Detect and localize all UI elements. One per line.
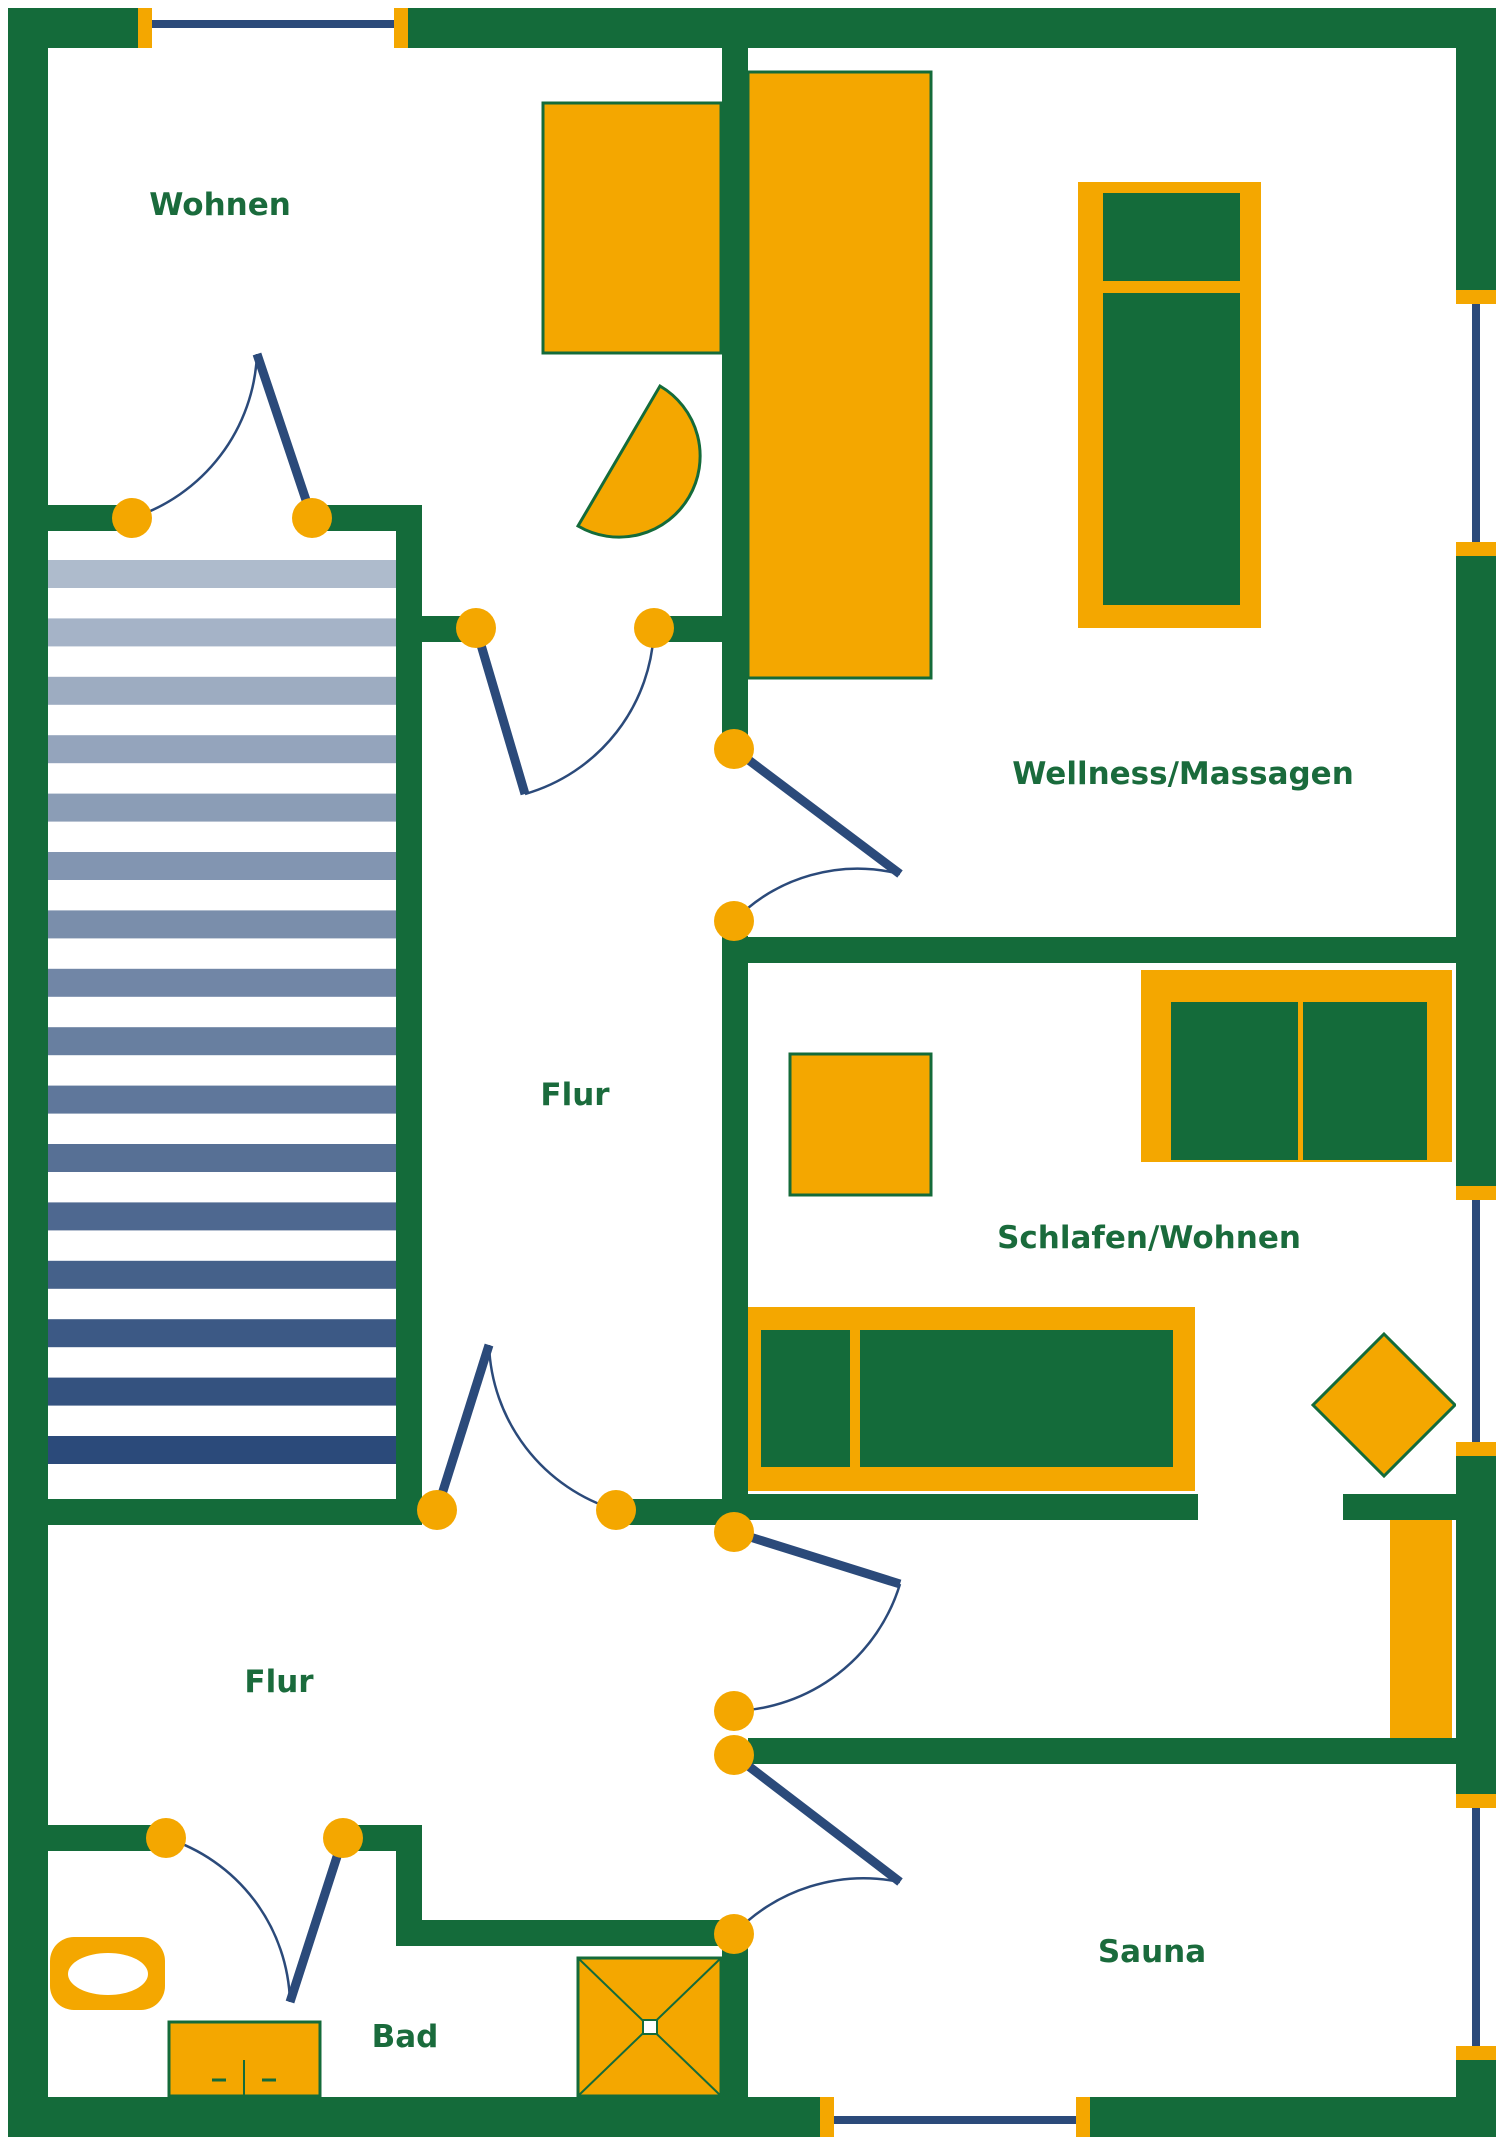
room-label-sauna: Sauna [1098,1934,1206,1970]
long-counter [746,70,933,680]
door-hinge [634,608,674,648]
half-round-table [575,383,702,539]
doors [112,352,903,2004]
door-leaf [732,1527,902,1589]
door-hinge [417,1490,457,1530]
door-hinge [112,498,152,538]
door-leaf [252,352,317,520]
door-hinge [714,901,754,941]
wall-stair-right [396,505,422,1525]
window-top [138,8,408,48]
door-swing-arc [524,627,656,796]
wall-partition [1343,1494,1456,1520]
door-hinge [714,1914,754,1954]
room-labels: Wohnen Wellness/Massagen Flur Schlafen/W… [149,187,1354,2055]
door-swing-arc [131,353,259,520]
stair-tread [48,618,396,647]
diamond-table [1310,1331,1458,1479]
door-hinge [323,1818,363,1858]
wall-bad [396,1920,748,1946]
door [714,1512,902,1731]
door-hinge [714,1735,754,1775]
stair-tread [48,560,396,588]
door-leaf [731,745,903,878]
door-leaf [731,1751,903,1886]
stair-tread [48,676,396,705]
door-hinge [596,1490,636,1530]
room-label-bad: Bad [372,2019,439,2055]
wall-partition [748,1738,1456,1764]
wall-partition [722,1494,1198,1520]
side-table [788,1052,933,1197]
door-swing-arc [733,867,901,922]
sofa-cushion-right [1303,1002,1427,1160]
door-hinge [292,498,332,538]
massage-bed-mattress [1103,293,1240,605]
stair-tread [48,1085,396,1114]
stair-tread [48,910,396,939]
window-right-upper [1456,290,1496,556]
door-swing-arc [165,1836,292,2003]
door-hinge [714,1512,754,1552]
door-leaf [471,626,530,796]
room-label-wohnen: Wohnen [149,187,291,223]
shower-drain [642,2019,658,2035]
massage-bed-headrest [1103,193,1240,281]
wall-partition [722,936,748,1516]
room-label-wellness: Wellness/Massagen [1012,756,1354,792]
door-leaf [285,1836,348,2004]
door [714,1735,903,1954]
stair-tread [48,1377,396,1406]
windows [138,8,1496,2137]
stair-tread [48,1319,396,1348]
room-label-flur-lower: Flur [244,1664,314,1700]
sofa-cushion-left [1171,1002,1298,1160]
furniture [50,70,1458,2098]
door-hinge [456,608,496,648]
door [456,608,674,796]
outer-wall-left [8,8,48,2137]
stair-tread [48,1202,396,1231]
door [714,729,903,941]
stair-tread [48,793,396,822]
bed-pillow [761,1330,850,1467]
window-right-middle [1456,1186,1496,1456]
door-swing-arc [733,1877,901,1935]
door-swing-arc [733,1583,902,1713]
door-hinge [146,1818,186,1858]
stair-tread [48,1260,396,1289]
bed-mattress [860,1330,1173,1467]
door [146,1818,363,2004]
wall-partition [722,937,1456,963]
door [112,352,332,538]
door-swing-arc [487,1344,617,1512]
room-label-schlafen: Schlafen/Wohnen [997,1220,1301,1256]
stair-tread [48,735,396,764]
wardrobe [1390,1520,1452,1738]
stair-tread [48,968,396,997]
staircase [48,560,396,1464]
cabinet [541,101,723,355]
wall-partition [722,48,748,736]
stair-tread [48,1144,396,1172]
door-leaf [432,1343,494,1512]
stair-tread [48,1436,396,1464]
wall-stair-bottom [48,1499,422,1525]
stair-tread [48,852,396,880]
toilet-bowl [68,1953,148,1995]
room-label-flur-upper: Flur [540,1077,610,1113]
wall-partition [722,1946,748,2106]
outer-wall-bottom [8,2097,1496,2137]
window-right-lower [1456,1794,1496,2060]
door-hinge [714,1691,754,1731]
window-bottom [820,2097,1090,2137]
door [417,1343,636,1530]
stair-tread [48,1027,396,1056]
door-hinge [714,729,754,769]
